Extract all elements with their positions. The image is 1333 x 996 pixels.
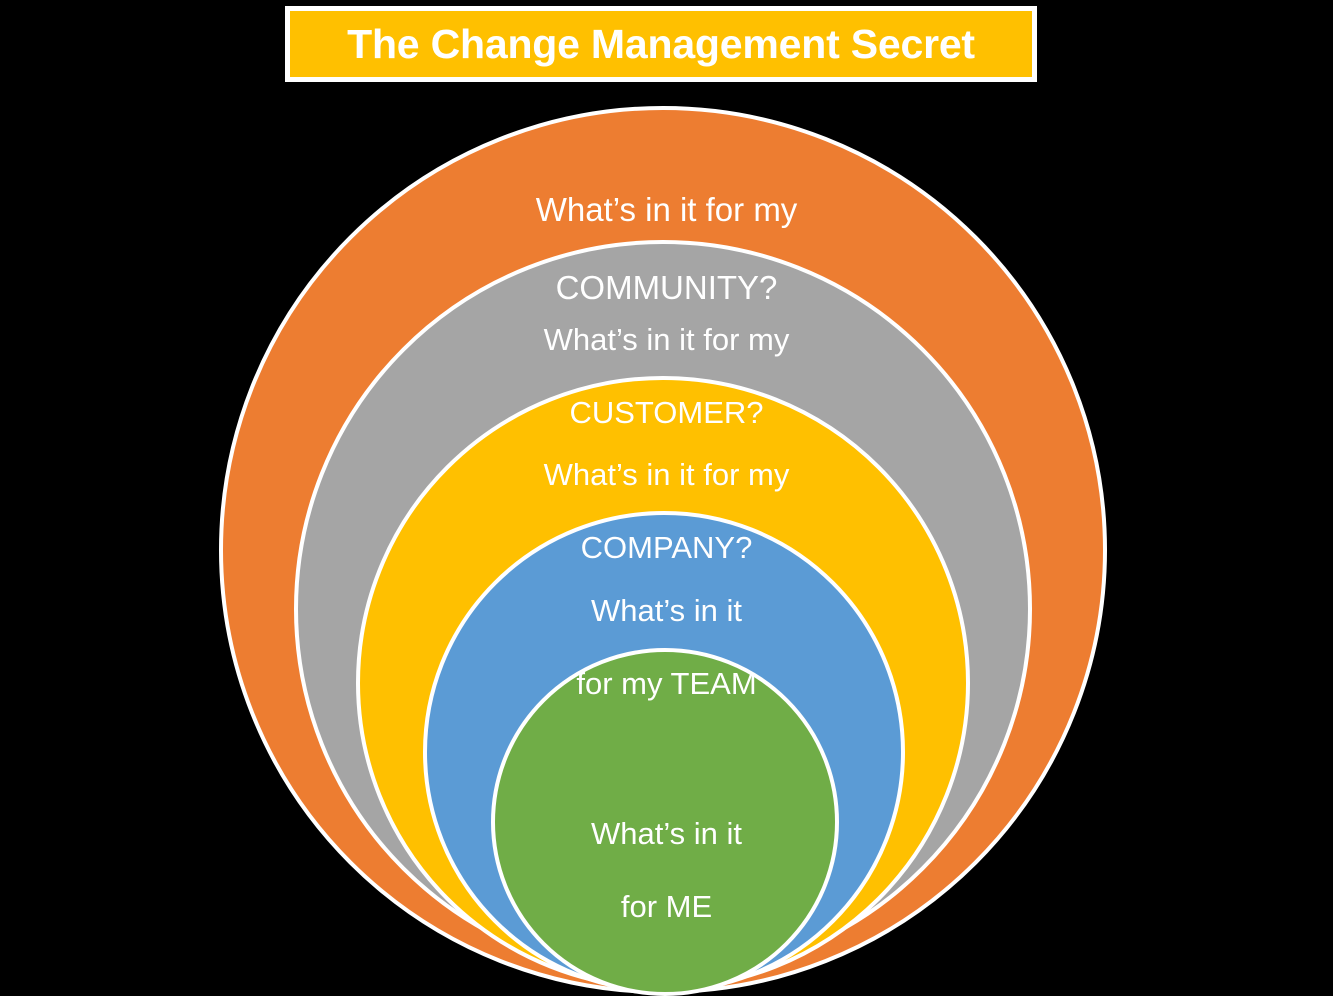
page-title: The Change Management Secret xyxy=(347,20,975,67)
title-banner: The Change Management Secret xyxy=(285,6,1037,82)
circle-me[interactable] xyxy=(491,648,839,996)
